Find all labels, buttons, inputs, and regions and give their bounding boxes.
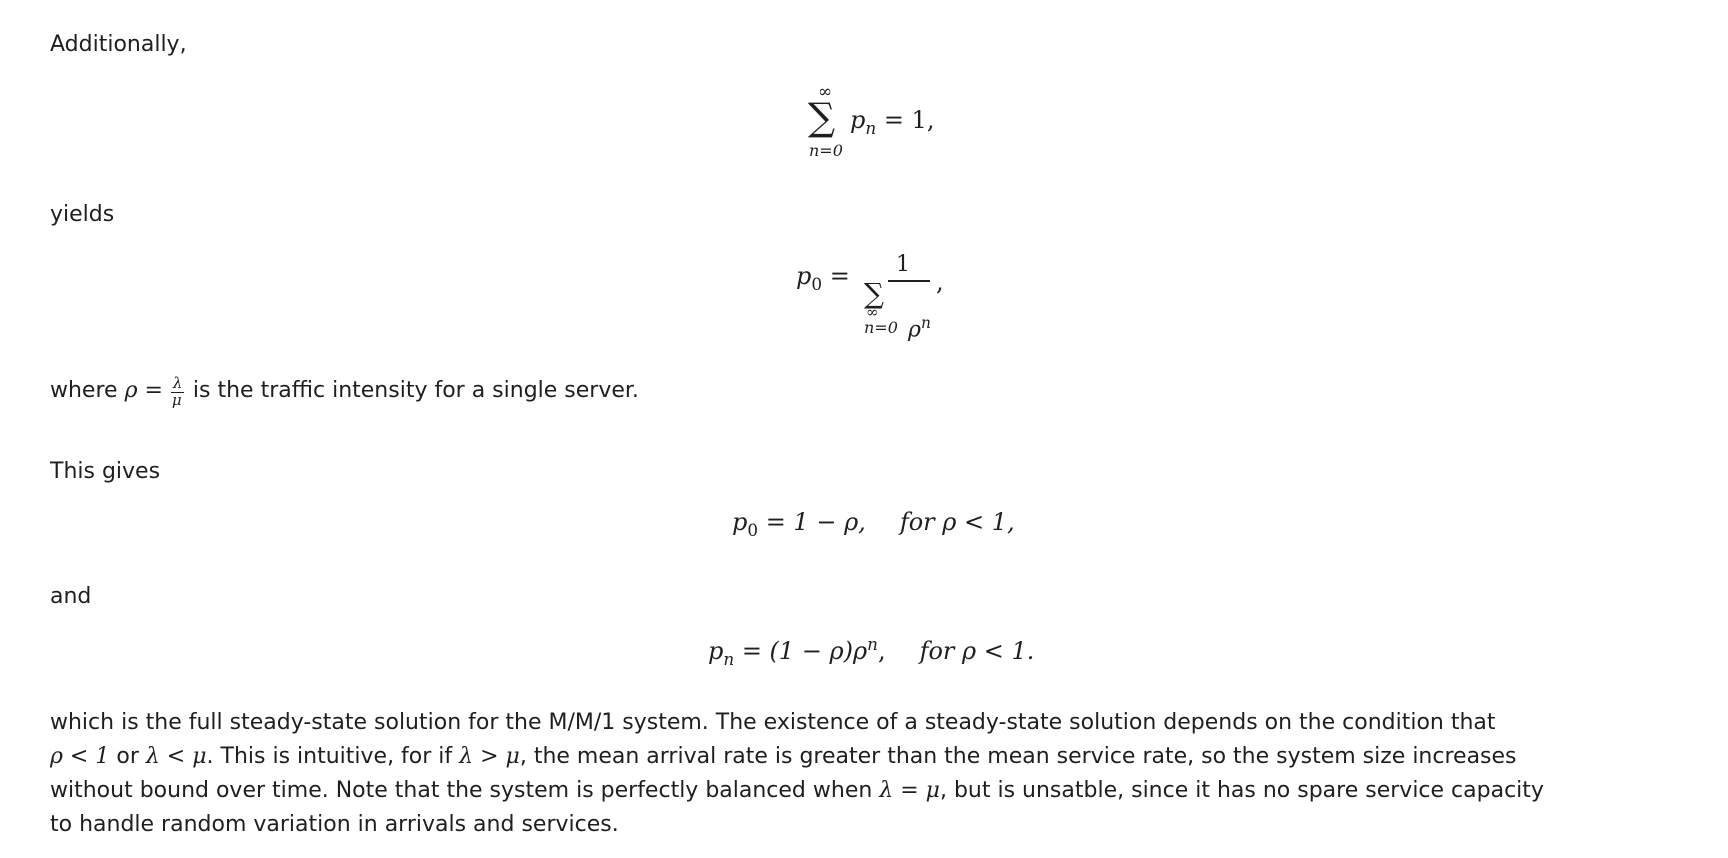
sub-zero: 0 <box>811 273 823 294</box>
equation-p0-closed-form: p0 = 1 − ρ, for ρ < 1, <box>732 508 1015 540</box>
var-p: p <box>796 262 812 290</box>
where-suffix: is the traffic intensity for a single se… <box>185 378 639 403</box>
final-line-1: which is the full steady-state solution … <box>50 710 1496 735</box>
math-lambda-eq-mu: λ = μ <box>879 778 940 803</box>
equation-sum-normalization: ∞ ∑ n=0 pn = 1, <box>808 84 968 164</box>
equation-rhs: = 1 − ρ, <box>758 508 866 536</box>
math-rho-lt-1: ρ < 1 <box>50 744 110 769</box>
sup-n: n <box>920 314 931 332</box>
equation-body: pn = 1, <box>850 106 934 138</box>
paragraph-additionally: Additionally, <box>50 32 187 57</box>
sum-lower-limit: n=0 <box>809 141 843 160</box>
where-prefix: where <box>50 378 125 403</box>
final-line-3: without bound over time. Note that the s… <box>50 778 1544 803</box>
var-p: p <box>708 637 724 665</box>
math-lambda-lt-mu: λ < μ <box>145 744 207 769</box>
paragraph-steady-state-explanation: which is the full steady-state solution … <box>50 706 1690 842</box>
equation-rhs: = (1 − ρ)ρ <box>734 637 868 665</box>
fraction-numerator: 1 <box>896 252 910 277</box>
trailing-comma: , <box>877 637 886 665</box>
equation-condition: for ρ < 1. <box>919 637 1035 665</box>
sum-lower-limit: n=0 <box>864 318 898 337</box>
fraction-bar <box>170 392 184 393</box>
final-line-2: ρ < 1 or λ < μ. This is intuitive, for i… <box>50 744 1517 769</box>
trailing-comma: , <box>936 268 944 296</box>
var-rho: ρ <box>124 378 138 403</box>
equals-one: = 1, <box>876 106 935 134</box>
sub-zero: 0 <box>747 519 759 540</box>
var-rho: ρ <box>908 317 921 343</box>
sub-n: n <box>723 648 735 669</box>
final-line-4: to handle random variation in arrivals a… <box>50 812 619 837</box>
sub-n: n <box>865 117 877 138</box>
sup-n: n <box>867 634 878 654</box>
sum-symbol: ∑ <box>864 277 884 310</box>
paragraph-and: and <box>50 584 92 609</box>
equation-lhs: p0 = <box>796 262 850 294</box>
sum-upper-limit: ∞ <box>866 303 879 321</box>
var-p: p <box>732 508 748 536</box>
math-lambda-gt-mu: λ > μ <box>459 744 520 769</box>
equals-sign: = <box>137 378 170 403</box>
equation-condition: for ρ < 1, <box>899 508 1015 536</box>
equation-p0-fraction: p0 = 1 , ∑ ∞ n=0 ρn <box>796 252 996 348</box>
paragraph-yields: yields <box>50 202 115 227</box>
var-mu: μ <box>171 391 182 409</box>
denominator-rho-power: ρn <box>908 314 931 342</box>
equals-sign: = <box>822 262 850 290</box>
sum-upper-limit: ∞ <box>818 82 833 102</box>
equation-pn-closed-form: pn = (1 − ρ)ρn,for ρ < 1. <box>708 634 1034 669</box>
var-p: p <box>850 106 866 134</box>
fraction-bar <box>888 280 930 282</box>
sum-symbol: ∑ <box>808 95 836 139</box>
var-lambda: λ <box>172 374 183 392</box>
paragraph-this-gives: This gives <box>50 459 161 484</box>
